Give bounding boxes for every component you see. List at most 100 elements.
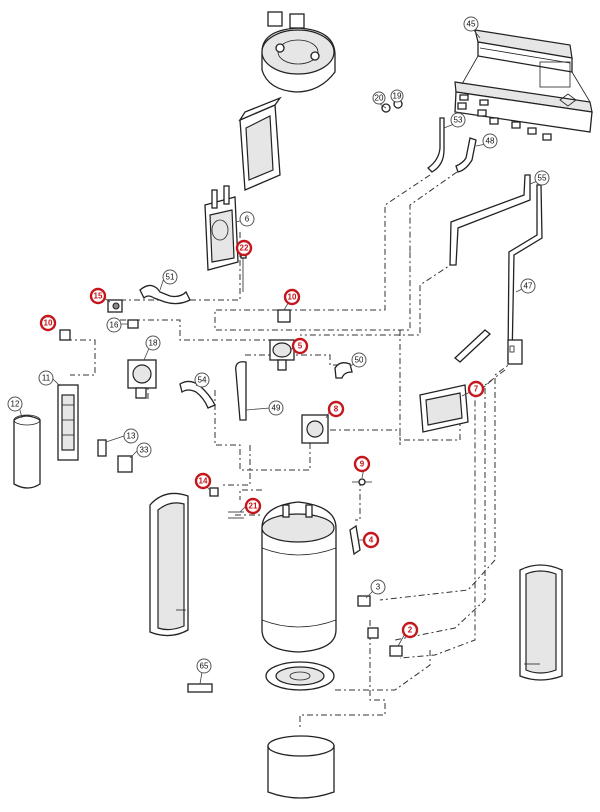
bracket-near-7	[454, 329, 491, 363]
svg-text:22: 22	[240, 244, 249, 253]
svg-text:20: 20	[375, 94, 384, 103]
callout-49: 49	[268, 400, 284, 416]
callout-51: 51	[162, 269, 178, 285]
svg-text:11: 11	[42, 374, 51, 383]
part-65-valve	[187, 683, 213, 693]
svg-text:15: 15	[94, 292, 103, 301]
callout-54: 54	[194, 372, 210, 388]
small-nuts	[381, 99, 403, 113]
callout-33: 33	[136, 442, 152, 458]
part-9-pin	[352, 478, 372, 486]
callout-5: 5	[291, 337, 309, 355]
callout-11: 11	[38, 370, 54, 386]
svg-text:18: 18	[149, 339, 158, 348]
svg-text:3: 3	[376, 583, 381, 592]
svg-text:2: 2	[408, 626, 413, 635]
callout-20: 20	[372, 91, 386, 105]
svg-text:45: 45	[467, 20, 476, 29]
svg-text:5: 5	[298, 342, 303, 351]
part-21-bolts	[228, 511, 244, 519]
tank-base-plate	[265, 661, 335, 691]
callout-8: 8	[327, 400, 345, 418]
part-49-tube	[235, 361, 247, 421]
callout-4: 4	[362, 531, 380, 549]
part-6-manifold	[204, 185, 239, 271]
callout-50: 50	[351, 352, 367, 368]
svg-text:10: 10	[44, 319, 53, 328]
callout-9: 9	[353, 455, 371, 473]
svg-text:47: 47	[524, 282, 533, 291]
part-47-rail	[507, 339, 523, 365]
callout-10-left: 10	[39, 314, 57, 332]
svg-text:6: 6	[245, 215, 250, 224]
svg-text:8: 8	[334, 405, 339, 414]
svg-text:50: 50	[355, 356, 364, 365]
part-15-valve	[107, 299, 123, 313]
callout-15: 15	[89, 287, 107, 305]
part-11-element	[57, 384, 79, 461]
svg-text:12: 12	[11, 400, 20, 409]
svg-text:14: 14	[199, 477, 208, 486]
callout-19: 19	[390, 89, 404, 103]
svg-text:33: 33	[140, 446, 149, 455]
part-45-frame	[454, 29, 593, 133]
callout-6: 6	[239, 211, 255, 227]
part-10-fittings	[59, 309, 291, 341]
part-55-pipe	[449, 174, 543, 361]
part-22-probe	[240, 251, 247, 292]
clip-brackets	[457, 94, 552, 141]
part-53-pipe	[427, 117, 445, 173]
svg-text:51: 51	[166, 273, 175, 282]
callout-47: 47	[520, 278, 536, 294]
part-48-pipe	[455, 137, 477, 173]
part-18-pump	[127, 359, 157, 399]
callout-65: 65	[196, 658, 212, 674]
main-tank	[261, 501, 337, 653]
svg-text:53: 53	[454, 116, 463, 125]
svg-text:10: 10	[288, 293, 297, 302]
part-5-valve	[269, 339, 295, 371]
part-12-sleeve	[13, 414, 41, 489]
part-3-2-fittings	[357, 595, 403, 657]
svg-text:9: 9	[360, 460, 365, 469]
callout-45: 45	[463, 16, 479, 32]
svg-text:21: 21	[249, 502, 258, 511]
callout-53: 53	[450, 112, 466, 128]
bottom-cylinder	[267, 735, 335, 799]
callout-13: 13	[123, 428, 139, 444]
callout-3: 3	[370, 579, 386, 595]
part-7-plate	[419, 384, 469, 433]
callout-10-center: 10	[283, 288, 301, 306]
svg-text:4: 4	[369, 536, 374, 545]
part-16-connector	[127, 319, 139, 329]
svg-text:7: 7	[474, 385, 479, 394]
callout-12: 12	[7, 396, 23, 412]
svg-text:16: 16	[110, 321, 119, 330]
part-50-elbow	[334, 362, 353, 379]
tank-lid	[261, 11, 336, 93]
callout-22: 22	[235, 239, 253, 257]
svg-text:49: 49	[272, 404, 281, 413]
part-51-hose	[139, 284, 191, 305]
callout-16: 16	[106, 317, 122, 333]
part-4-bracket	[349, 524, 361, 556]
callout-2: 2	[401, 621, 419, 639]
heater-cover-box	[238, 96, 282, 191]
svg-text:55: 55	[538, 174, 547, 183]
callouts: 45 20 19 53 48 55 6 22	[7, 16, 550, 674]
part-54-hose	[179, 380, 216, 409]
svg-text:54: 54	[198, 376, 207, 385]
callout-18: 18	[145, 335, 161, 351]
right-half-shell	[519, 564, 563, 681]
part-13-33	[97, 439, 133, 473]
svg-text:48: 48	[486, 137, 495, 146]
svg-text:13: 13	[127, 432, 136, 441]
callout-14: 14	[194, 472, 212, 490]
part-14-fitting	[209, 487, 219, 497]
callout-48: 48	[482, 133, 498, 149]
callout-55: 55	[534, 170, 550, 186]
left-half-shell	[149, 492, 189, 637]
svg-text:19: 19	[393, 92, 402, 101]
callout-21: 21	[244, 497, 262, 515]
